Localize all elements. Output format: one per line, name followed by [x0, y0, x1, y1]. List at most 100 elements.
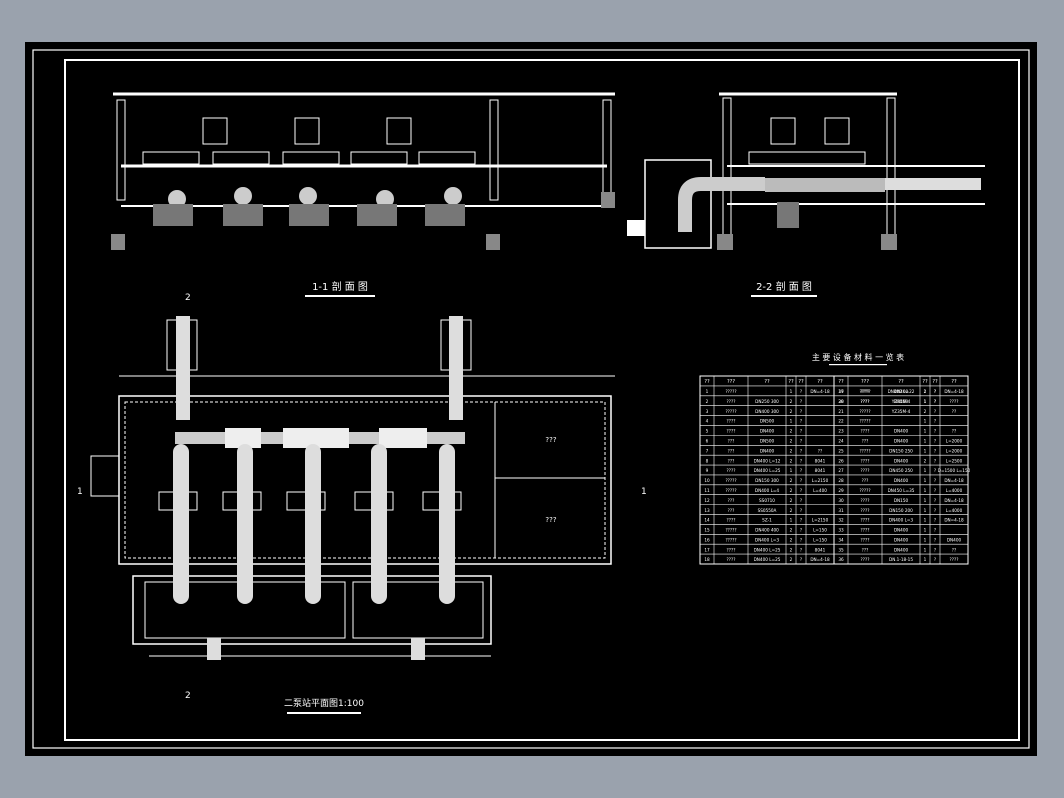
table-cell: ? — [800, 528, 802, 533]
table-cell: L=150 — [813, 528, 827, 533]
table-cell: DN150 300 — [755, 478, 779, 483]
table-cell: 2 — [790, 448, 793, 453]
table-cell: 28 — [838, 478, 844, 483]
table-cell: L=4000 — [946, 508, 963, 513]
table-cell: L=2150 — [812, 478, 829, 483]
table-cell: 1 — [924, 557, 927, 562]
table-cell: DN400 — [894, 528, 909, 533]
table-cell: 2 — [790, 488, 793, 493]
table-cell: 5 — [706, 429, 709, 434]
table-cell: 1 — [924, 399, 927, 404]
table-cell: ????? — [859, 448, 870, 453]
table-cell: ? — [800, 468, 802, 473]
table-cell: 7 — [706, 448, 709, 453]
table-header-cell: ?? — [922, 379, 928, 385]
equipment-table: 主 要 设 备 材 料 一 览 表 ??????????????????????… — [699, 352, 971, 565]
table-cell: L=4000 — [946, 488, 963, 493]
table-cell: 1 — [924, 389, 927, 394]
table-cell: L=2000 — [946, 448, 963, 453]
table-cell: 26 — [838, 458, 844, 463]
table-cell: ? — [800, 488, 802, 493]
table-cell: 22 — [838, 419, 844, 424]
table-header-cell: ?? — [788, 379, 794, 385]
table-cell: DN400 — [760, 448, 775, 453]
table-cell: DN400 — [760, 429, 775, 434]
table-header-cell: ?? — [817, 379, 823, 385]
section-mark: 1 — [77, 487, 83, 497]
table-cell: 2 — [790, 528, 793, 533]
table-cell: 1 — [924, 547, 927, 552]
table-cell: 2 — [790, 547, 793, 552]
table-cell: DN400 — [894, 399, 909, 404]
plan-title: 二泵站平面图1:100 — [284, 697, 364, 709]
table-cell: DN400 L=25 — [754, 557, 781, 562]
table-header-cell: ?? — [838, 379, 844, 385]
table-cell: ? — [800, 557, 802, 562]
table-cell: 1 — [924, 429, 927, 434]
table-cell: ? — [934, 458, 936, 463]
table-cell: DN400 L=25 — [754, 547, 781, 552]
table-cell: ??? — [728, 498, 735, 503]
table-cell: YZ35M-4 — [891, 409, 911, 414]
table-cell: ? — [934, 399, 936, 404]
table-cell: 1 — [924, 528, 927, 533]
table-header-cell: ?? — [764, 379, 770, 385]
table-cell: 31 — [838, 508, 844, 513]
table-cell: L=2000 — [946, 438, 963, 443]
table-header-cell: ?? — [704, 379, 710, 385]
table-cell: ???? — [861, 537, 870, 542]
table-cell: DN400 L=3 — [889, 518, 914, 523]
table-cell: ??? — [728, 448, 735, 453]
table-cell: ? — [934, 448, 936, 453]
table-cell: ???? — [727, 429, 736, 434]
table-cell: ? — [800, 478, 802, 483]
table-cell: DN450 L=35 — [888, 488, 915, 493]
table-cell: ? — [934, 389, 936, 394]
table-cell: L=400 — [813, 488, 827, 493]
table-cell: ????? — [859, 389, 870, 394]
table-cell: 6 — [706, 438, 709, 443]
table-cell: ????? — [725, 389, 736, 394]
table-cell: 21 — [838, 409, 844, 414]
table-cell: ?? — [952, 429, 956, 434]
table-cell: 12 — [704, 498, 710, 503]
table-cell: DN400 L=22 — [888, 389, 915, 394]
table-cell: 1 — [924, 399, 927, 404]
table-cell: ? — [934, 468, 936, 473]
table-cell: 1 — [924, 537, 927, 542]
table-cell: DN=4-18 — [944, 389, 964, 394]
table-cell: 2 — [790, 498, 793, 503]
table-cell: ??? — [862, 547, 869, 552]
table-cell: DN500 — [760, 419, 775, 424]
table-cell: ????? — [725, 488, 736, 493]
table-cell: ????? — [859, 409, 870, 414]
table-cell: ? — [800, 399, 802, 404]
table-cell: ???? — [727, 557, 736, 562]
table-cell: ???? — [861, 468, 870, 473]
table-cell: 8 — [706, 458, 709, 463]
table-cell: L=2500 — [946, 458, 963, 463]
table-cell: ???? — [861, 498, 870, 503]
table-cell: L=2150 — [812, 518, 829, 523]
table-header-cell: ?? — [932, 379, 938, 385]
table-cell: 1 — [924, 488, 927, 493]
table-header-cell: ?? — [898, 379, 904, 385]
table-cell: ??? — [728, 438, 735, 443]
table-cell: DN400 L=4 — [755, 488, 780, 493]
room-label: ??? — [545, 516, 556, 524]
table-cell: DN.1-18-15 — [889, 557, 913, 562]
table-cell: 2 — [790, 537, 793, 542]
table-cell: 1 — [924, 468, 927, 473]
table-cell: ?? — [818, 448, 822, 453]
table-header-cell: ??? — [727, 379, 735, 385]
table-cell: 27 — [838, 468, 844, 473]
table-cell: DN400 — [894, 478, 909, 483]
table-cell: ? — [800, 419, 802, 424]
table-cell: ???? — [950, 399, 959, 404]
table-cell: 1 — [924, 498, 927, 503]
table-cell: 19 — [838, 389, 844, 394]
cad-drawing: 1-1 剖 面 图 2-2 剖 面 图 — [32, 49, 1030, 749]
table-cell: ? — [934, 488, 936, 493]
table-cell: ???? — [727, 518, 736, 523]
table-cell: SS0550A — [758, 508, 777, 513]
